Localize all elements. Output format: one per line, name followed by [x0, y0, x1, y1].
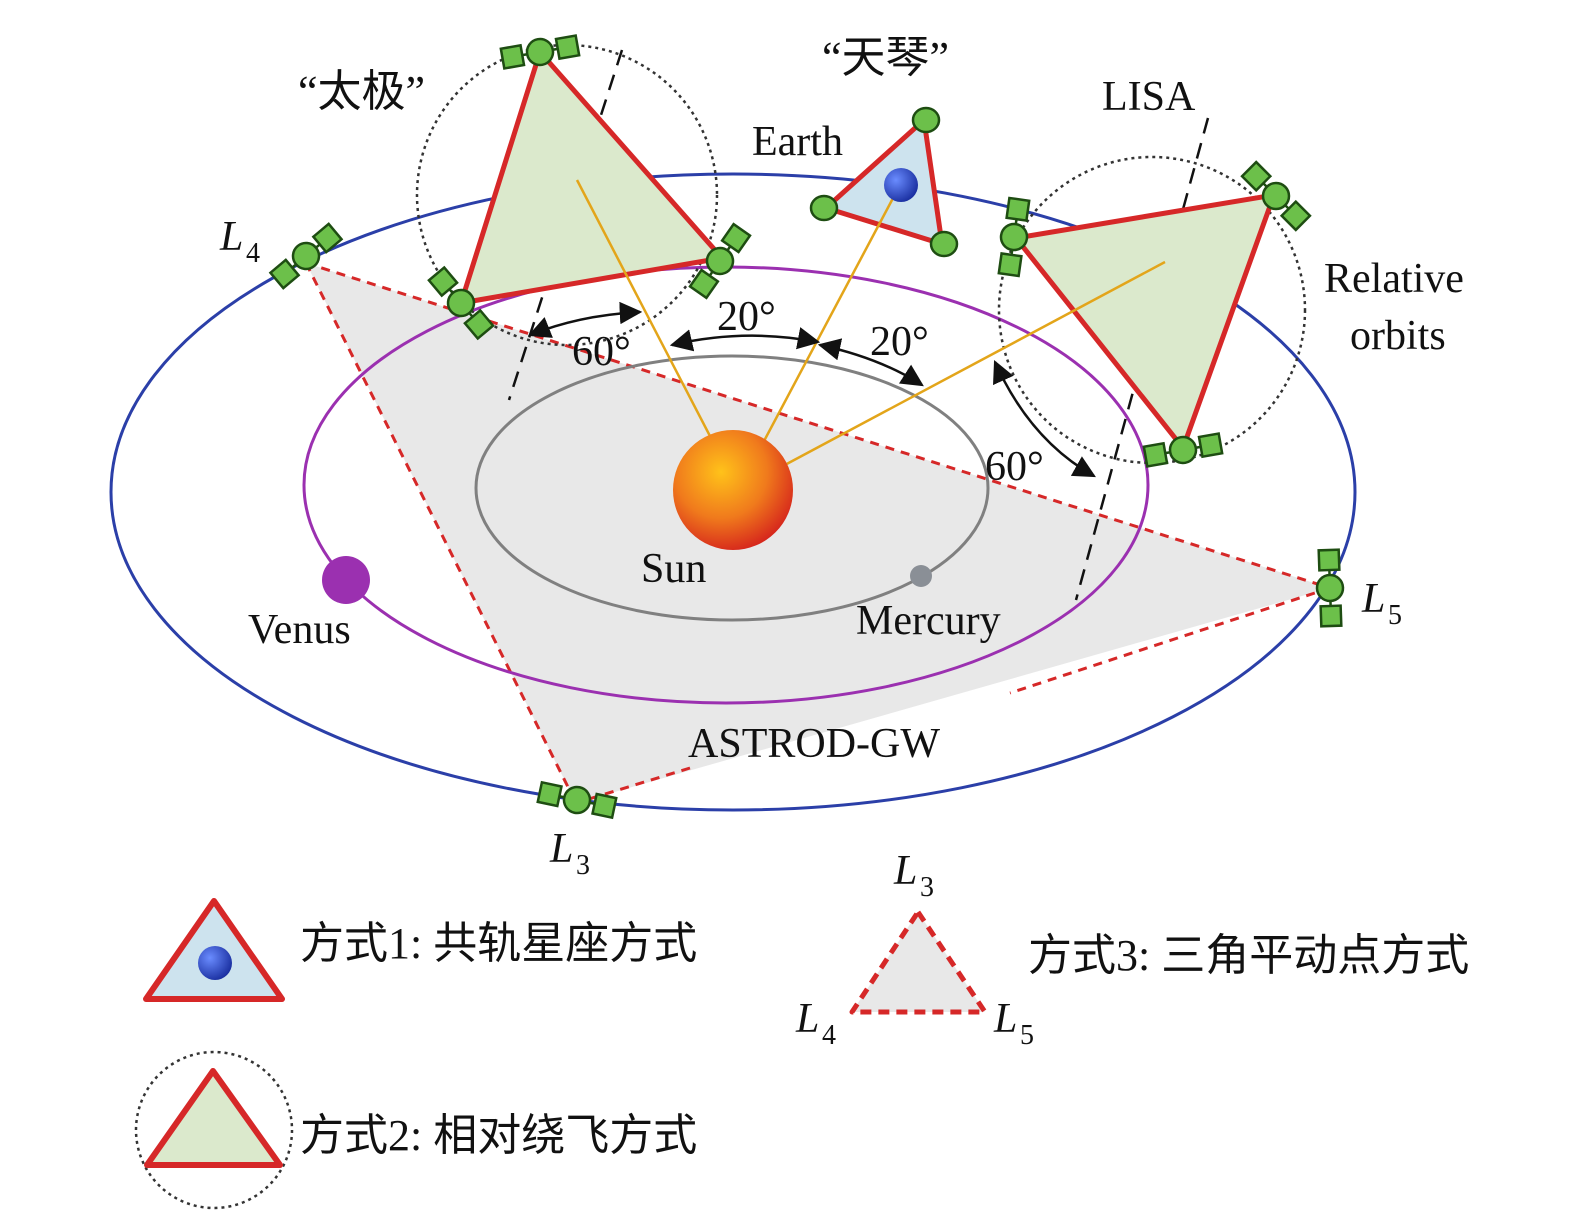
svg-text:L: L — [893, 848, 917, 894]
legend-mode3-icon — [849, 909, 988, 1015]
venus — [322, 556, 370, 604]
earth — [884, 168, 918, 202]
earth-orbit — [109, 172, 1357, 812]
tianqin-label: “天琴” — [822, 33, 949, 82]
svg-text:L: L — [219, 214, 243, 260]
angle-taiji-label: 60° — [572, 329, 631, 375]
mercury-label: Mercury — [856, 598, 1001, 644]
angle-arrows — [527, 301, 1096, 478]
venus-label: Venus — [248, 607, 351, 653]
legend-l5-label: L 5 — [993, 996, 1034, 1051]
legend-mode3-label: 方式3: 三角平动点方式 — [1028, 931, 1469, 980]
svg-text:5: 5 — [1020, 1020, 1034, 1051]
relative-orbits-label-1: Relative — [1324, 256, 1464, 302]
svg-text:4: 4 — [246, 238, 260, 269]
svg-text:L: L — [993, 996, 1017, 1042]
lisa-label: LISA — [1102, 74, 1196, 120]
angle-20b-label: 20° — [870, 319, 929, 365]
l3-label: L 3 — [549, 826, 590, 881]
sun-label: Sun — [641, 546, 706, 592]
legend-mode2-icon — [134, 1050, 294, 1210]
legend-l4-label: L 4 — [795, 996, 836, 1051]
sun — [673, 430, 793, 550]
relative-orbits-label-2: orbits — [1350, 313, 1446, 359]
svg-text:4: 4 — [822, 1020, 836, 1051]
earth-label: Earth — [752, 119, 843, 165]
svg-text:3: 3 — [920, 872, 934, 903]
legend-mode1-label: 方式1: 共轨星座方式 — [300, 919, 697, 968]
l5-label: L 5 — [1361, 576, 1402, 631]
angle-lisa-label: 60° — [985, 444, 1044, 490]
svg-text:3: 3 — [576, 850, 590, 881]
mercury-orbit — [474, 354, 990, 622]
svg-text:L: L — [795, 996, 819, 1042]
taiji-triangle — [458, 49, 725, 306]
legend-mode1-icon — [143, 898, 285, 1002]
svg-text:L: L — [549, 826, 573, 872]
legend-l3-label: L 3 — [893, 848, 934, 903]
svg-text:L: L — [1361, 576, 1385, 622]
astrod-gw-label: ASTROD-GW — [688, 721, 940, 767]
taiji-label: “太极” — [298, 67, 425, 116]
svg-text:5: 5 — [1388, 600, 1402, 631]
angle-20a-label: 20° — [717, 294, 776, 340]
mercury — [910, 565, 932, 587]
tianqin-triangle — [823, 117, 945, 247]
taiji-relative-orbit — [415, 43, 719, 347]
legend-mode2-label: 方式2: 相对绕飞方式 — [300, 1111, 697, 1160]
lisa-triangle — [1013, 192, 1277, 451]
l4-label: L 4 — [219, 214, 260, 269]
